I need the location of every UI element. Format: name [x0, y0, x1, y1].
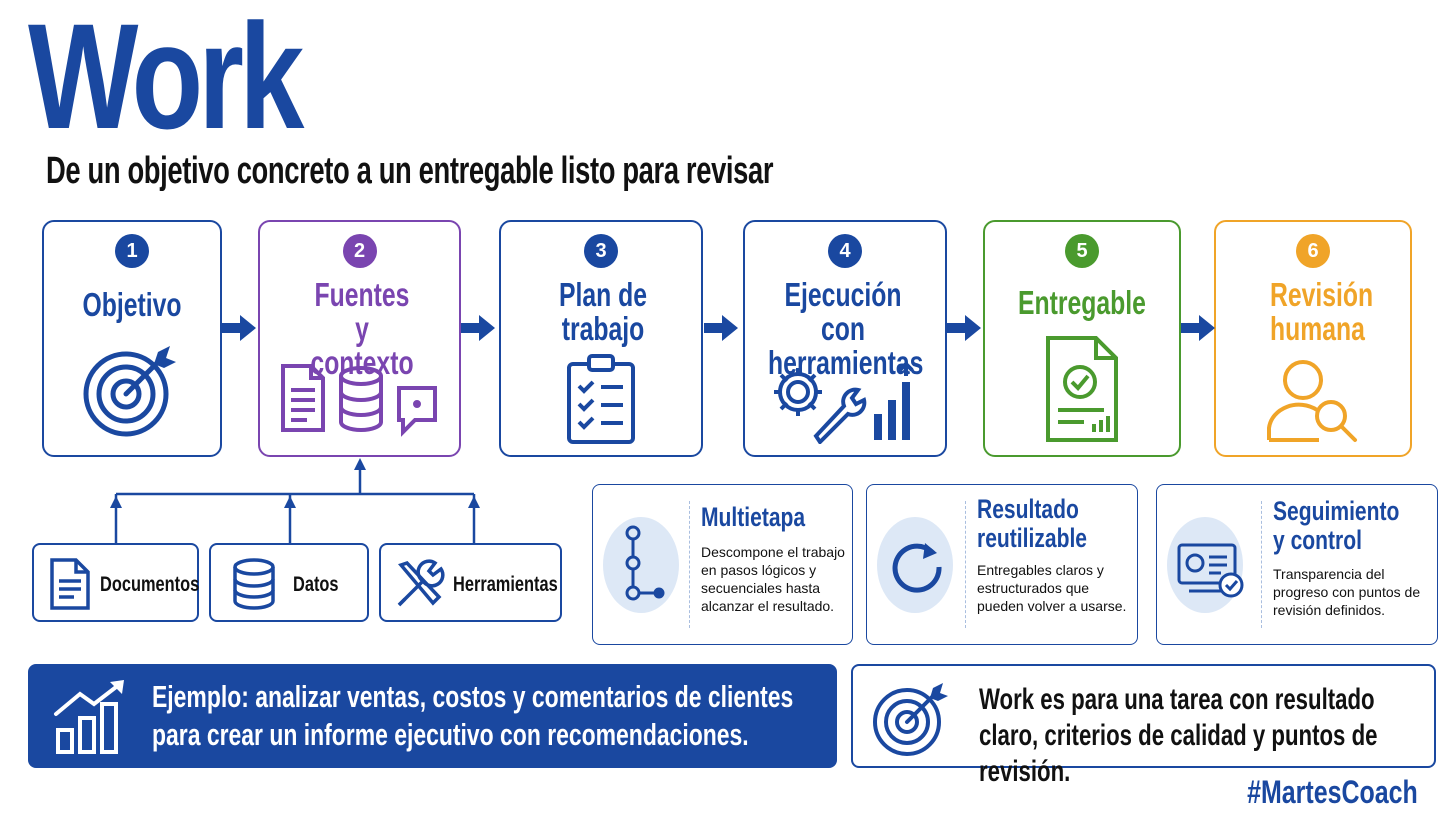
- feature-title: Multietapa: [701, 502, 806, 532]
- step-number: 5: [1065, 234, 1099, 268]
- tools-icon: [397, 559, 445, 607]
- example-text: Ejemplo: analizar ventas, costos y comen…: [152, 679, 794, 752]
- feature-title: Resultado reutilizable: [977, 494, 1088, 553]
- step-label: Revisión humana: [1270, 276, 1374, 347]
- source-label: Herramientas: [453, 573, 558, 596]
- step-fuentes-contexto: 2 Fuentes y contexto: [258, 220, 461, 457]
- feature-description: Descompone el trabajo en pasos lógicos y…: [701, 544, 845, 614]
- gear-wrench-chart-icon: [774, 361, 914, 444]
- divider: [689, 501, 690, 628]
- refresh-icon: [892, 543, 942, 593]
- source-datos: Datos: [209, 543, 369, 622]
- step-number: 6: [1296, 234, 1330, 268]
- arrow-right-icon: [947, 315, 981, 341]
- step-number: 4: [828, 234, 862, 268]
- feature-title: Seguimiento y control: [1273, 496, 1400, 555]
- document-database-chat-icons: [280, 364, 437, 437]
- arrow-right-icon: [1181, 315, 1215, 341]
- page-subtitle: De un objetivo concreto a un entregable …: [46, 150, 774, 192]
- page-title: Work: [28, 0, 304, 160]
- feature-seguimiento-control: Seguimiento y control Transparencia del …: [1156, 484, 1438, 645]
- step-label: Fuentes y contexto: [310, 276, 414, 381]
- database-icon: [233, 558, 275, 610]
- arrow-right-icon: [222, 315, 256, 341]
- summary-text: Work es para una tarea con resultado cla…: [979, 683, 1378, 788]
- arrow-right-icon: [461, 315, 495, 341]
- target-icon: [873, 683, 948, 756]
- step-label: Ejecución con herramientas: [768, 276, 924, 381]
- example-banner: Ejemplo: analizar ventas, costos y comen…: [28, 664, 837, 768]
- step-number: 3: [584, 234, 618, 268]
- user-magnifier-icon: [1267, 360, 1357, 442]
- step-objetivo: 1 Objetivo: [42, 220, 222, 457]
- source-documentos: Documentos: [32, 543, 199, 622]
- step-label: Plan de trabajo: [558, 276, 648, 347]
- growth-chart-icon: [54, 680, 124, 754]
- step-label: Objetivo: [82, 286, 182, 323]
- source-label: Datos: [293, 573, 339, 596]
- target-icon: [83, 346, 176, 437]
- steps-path-icon: [625, 525, 665, 601]
- icon-background: [603, 517, 679, 613]
- step-number: 1: [115, 234, 149, 268]
- source-label: Documentos: [100, 573, 200, 596]
- arrow-right-icon: [704, 315, 738, 341]
- step-number: 2: [342, 234, 377, 268]
- feature-multietapa: Multietapa Descompone el trabajo en paso…: [592, 484, 853, 645]
- step-label: Entregable: [1018, 284, 1146, 321]
- step-entregable: 5 Entregable: [983, 220, 1181, 457]
- divider: [1261, 501, 1262, 628]
- summary-box: Work es para una tarea con resultado cla…: [851, 664, 1436, 788]
- approved-document-icon: [1046, 336, 1118, 442]
- feature-description: Transparencia del progreso con puntos de…: [1273, 566, 1421, 618]
- step-revision-humana: 6 Revisión humana: [1214, 220, 1412, 457]
- step-ejecucion-herramientas: 4 Ejecución con herramientas: [743, 220, 947, 457]
- monitor-check-icon: [1177, 543, 1244, 598]
- feature-description: Entregables claros y estructurados que p…: [977, 562, 1127, 614]
- icon-background: [877, 517, 953, 613]
- source-herramientas: Herramientas: [379, 543, 562, 622]
- divider: [965, 501, 966, 628]
- document-icon: [50, 558, 90, 610]
- sources-connector: [110, 458, 480, 544]
- hashtag: #MartesCoach: [1247, 774, 1418, 810]
- feature-resultado-reutilizable: Resultado reutilizable Entregables claro…: [866, 484, 1138, 645]
- step-plan-trabajo: 3 Plan de trabajo: [499, 220, 703, 457]
- clipboard-checklist-icon: [567, 354, 635, 444]
